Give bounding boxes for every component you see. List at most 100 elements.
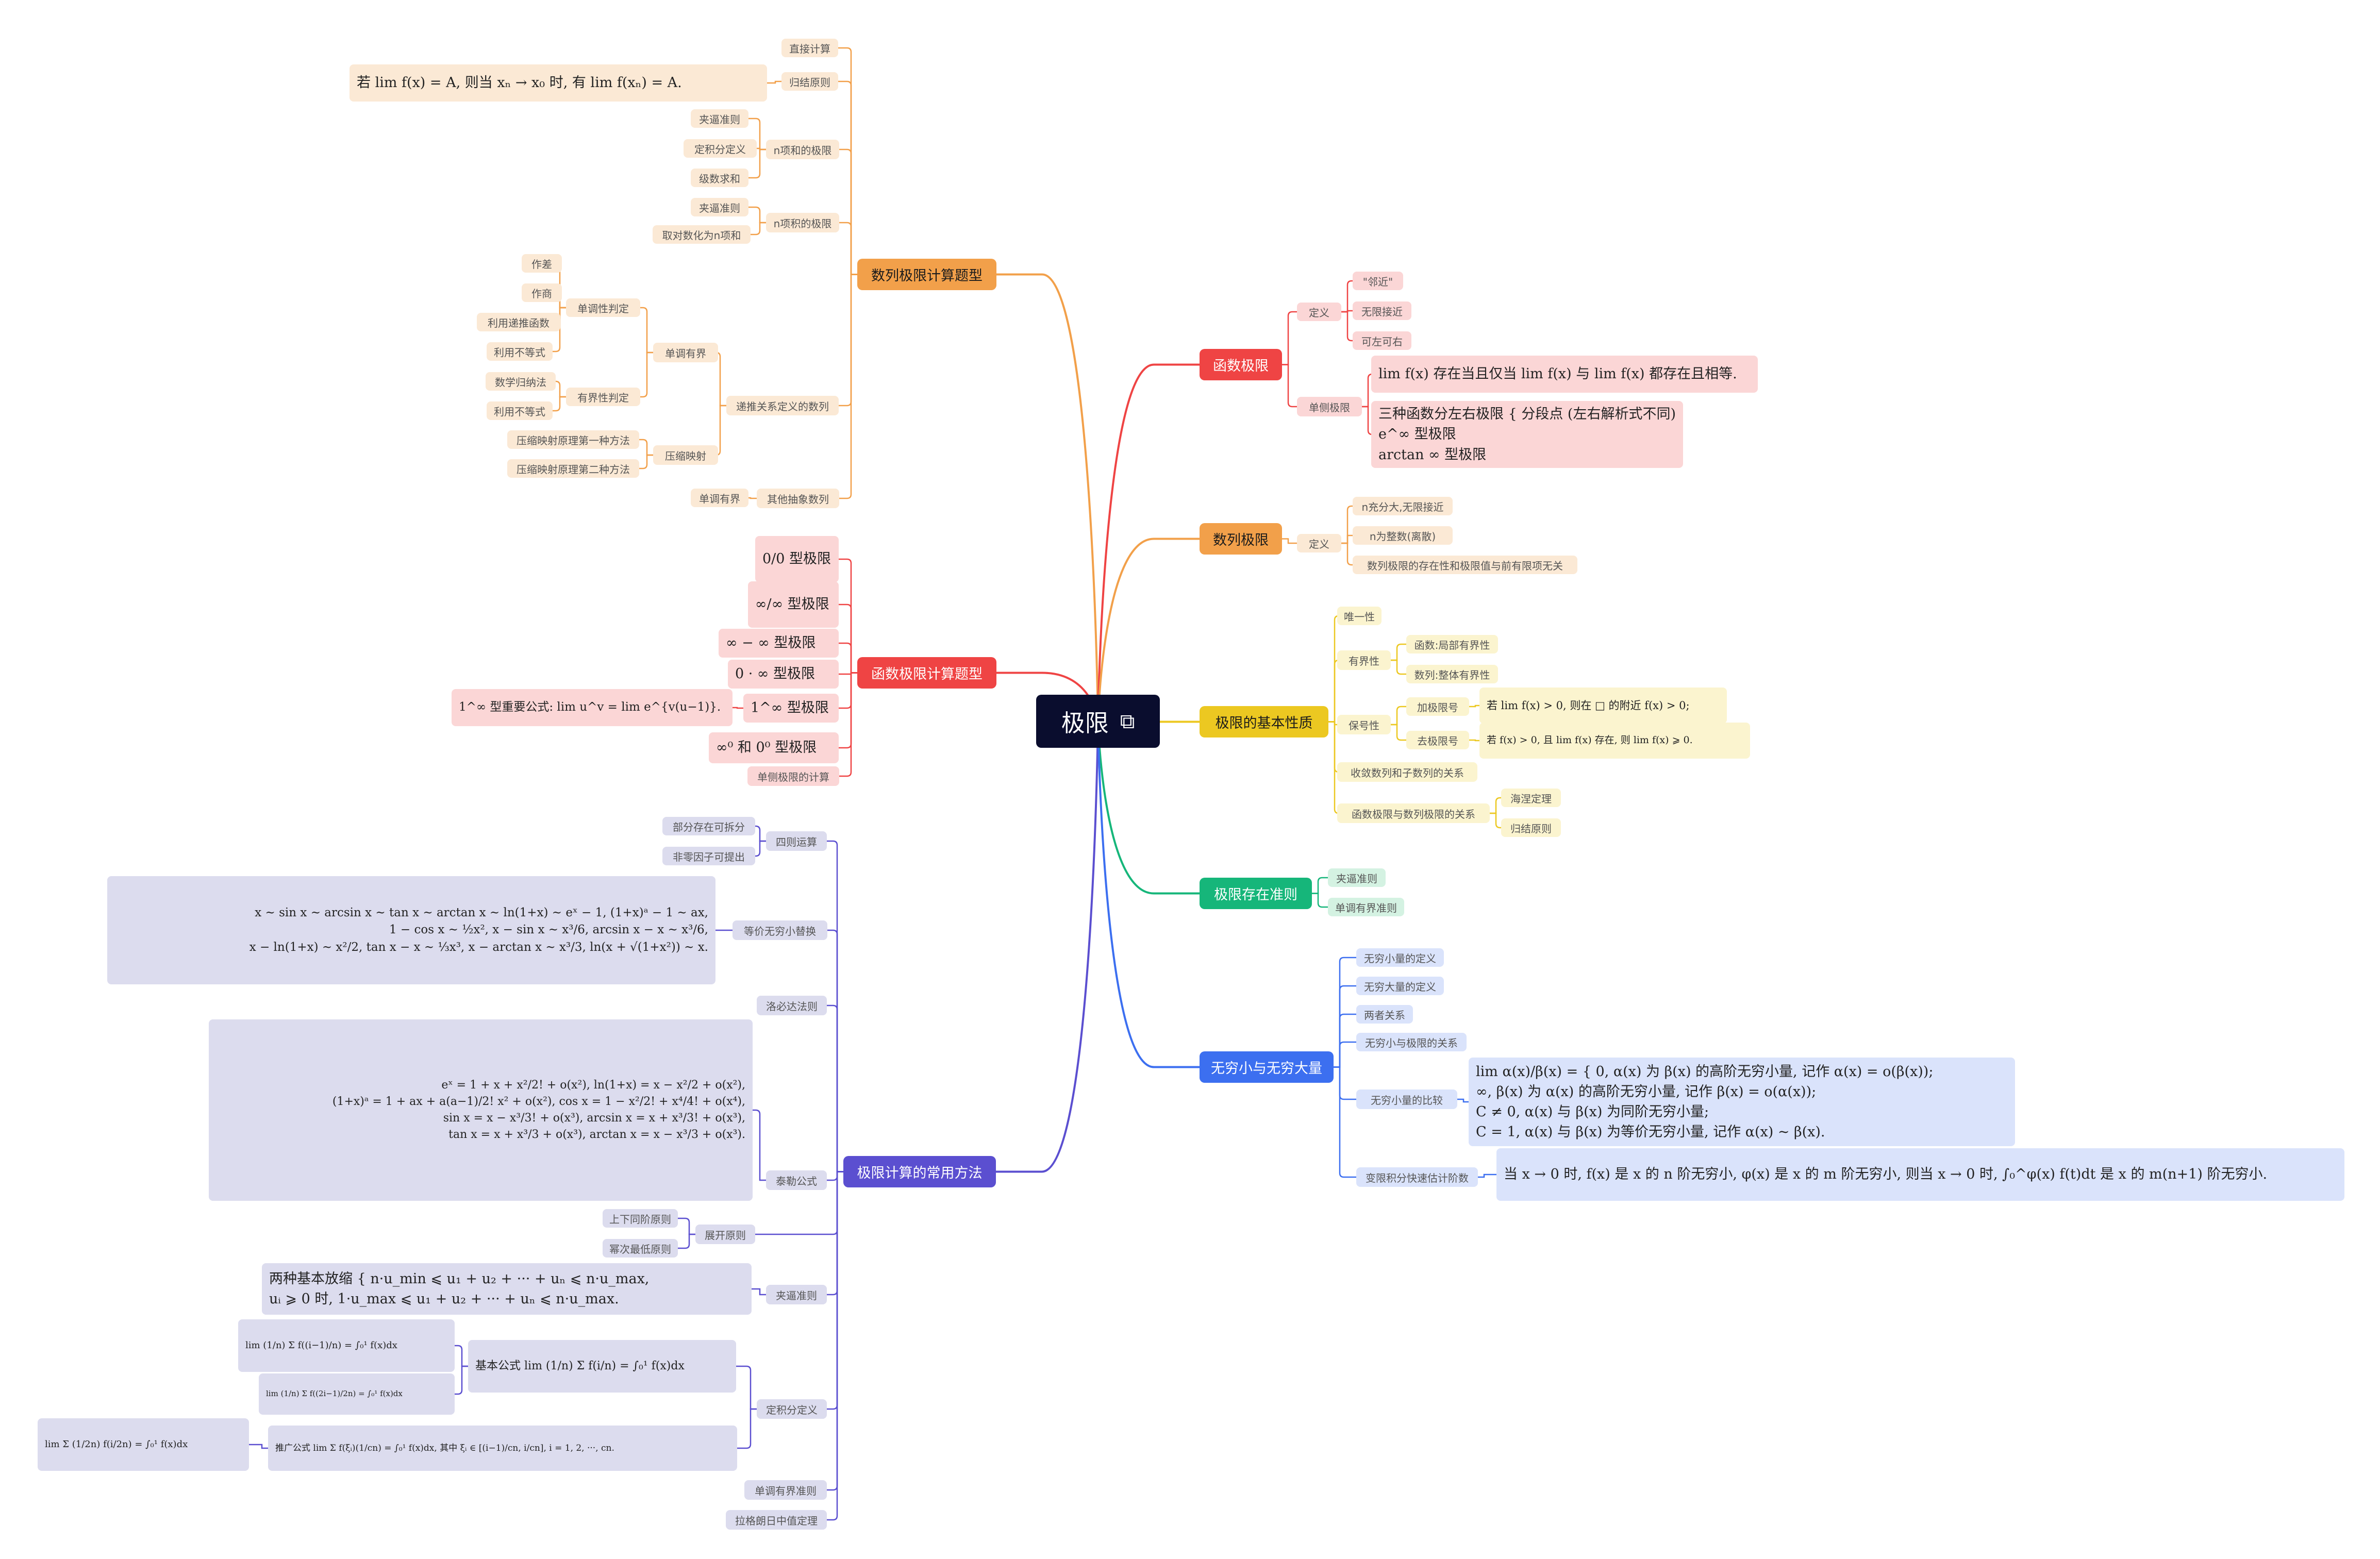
- topic-node-sl4a[interactable]: 夹逼准则: [691, 198, 748, 216]
- topic-node-sq1[interactable]: 定义: [1297, 534, 1341, 552]
- topic-node-sl5b[interactable]: 压缩映射: [653, 445, 718, 465]
- topic-node-sl2[interactable]: 归结原则: [781, 72, 838, 91]
- topic-node-fl[interactable]: 函数极限计算题型: [857, 657, 996, 689]
- topic-node-fl7[interactable]: 单侧极限的计算: [747, 766, 839, 786]
- topic-node-bp2[interactable]: 有界性: [1337, 650, 1391, 670]
- topic-node-ex1[interactable]: 夹逼准则: [1328, 868, 1386, 887]
- topic-node-sl3a[interactable]: 夹逼准则: [691, 109, 748, 128]
- topic-node-in2[interactable]: 无穷大量的定义: [1356, 977, 1444, 995]
- topic-node-sl6a[interactable]: 单调有界: [691, 489, 748, 507]
- topic-node-bp3[interactable]: 保号性: [1337, 715, 1391, 734]
- topic-node-sq1c[interactable]: 数列极限的存在性和极限值与前有限项无关: [1353, 556, 1577, 574]
- topic-node-bp4[interactable]: 收敛数列和子数列的关系: [1337, 762, 1477, 782]
- topic-node-in6a[interactable]: 当 x → 0 时, f(x) 是 x 的 n 阶无穷小, φ(x) 是 x 的…: [1496, 1148, 2344, 1201]
- topic-node-bp2b[interactable]: 数列:整体有界性: [1406, 665, 1498, 683]
- topic-node-sl5b1[interactable]: 压缩映射原理第一种方法: [507, 430, 639, 449]
- topic-node-cm2[interactable]: 等价无穷小替换: [733, 920, 827, 940]
- topic-node-bp5b[interactable]: 归结原则: [1501, 818, 1561, 837]
- topic-node-cm1b[interactable]: 非零因子可提出: [662, 847, 755, 865]
- topic-node-fl2[interactable]: ∞/∞ 型极限: [748, 581, 839, 628]
- topic-node-sl5a2b[interactable]: 利用不等式: [487, 401, 553, 420]
- topic-node-cm5[interactable]: 展开原则: [695, 1225, 755, 1244]
- topic-node-cm8[interactable]: 单调有界准则: [744, 1480, 827, 1500]
- connector-line: [1097, 538, 1200, 722]
- topic-node-sl5a[interactable]: 单调有界: [653, 343, 718, 362]
- topic-node-sl5b2[interactable]: 压缩映射原理第二种方法: [507, 459, 639, 478]
- topic-node-bp3a[interactable]: 加极限号: [1406, 697, 1469, 716]
- topic-node-sl5a1d[interactable]: 利用不等式: [487, 342, 553, 361]
- topic-node-sl5a2[interactable]: 有界性判定: [566, 388, 640, 406]
- topic-node-sl4[interactable]: n项积的极限: [766, 213, 839, 232]
- root-node[interactable]: 极限⧉: [1036, 695, 1160, 748]
- topic-node-in5[interactable]: 无穷小量的比较: [1356, 1089, 1457, 1109]
- topic-node-bp5[interactable]: 函数极限与数列极限的关系: [1337, 803, 1490, 823]
- topic-node-fl1[interactable]: 0/0 型极限: [755, 536, 839, 582]
- topic-node-cm7a1[interactable]: lim (1/n) Σ f((i−1)/n) = ∫₀¹ f(x)dx: [238, 1319, 455, 1372]
- topic-node-cm3[interactable]: 洛必达法则: [757, 996, 827, 1015]
- topic-node-bp2a[interactable]: 函数:局部有界性: [1406, 635, 1498, 653]
- topic-node-ex[interactable]: 极限存在准则: [1200, 878, 1312, 909]
- topic-node-hl1a[interactable]: "邻近": [1353, 272, 1403, 290]
- topic-node-hl[interactable]: 函数极限: [1200, 349, 1282, 380]
- topic-node-sl2a[interactable]: 若 lim f(x) = A, 则当 xₙ → x₀ 时, 有 lim f(xₙ…: [349, 64, 767, 102]
- topic-node-cm[interactable]: 极限计算的常用方法: [843, 1156, 996, 1187]
- topic-node-cm7a[interactable]: 基本公式 lim (1/n) Σ f(i/n) = ∫₀¹ f(x)dx: [468, 1340, 736, 1393]
- topic-node-cm7b[interactable]: 推广公式 lim Σ f(ξᵢ)(1/cn) = ∫₀¹ f(x)dx, 其中 …: [268, 1426, 737, 1471]
- topic-node-in1[interactable]: 无穷小量的定义: [1356, 948, 1444, 967]
- topic-node-hl1c[interactable]: 可左可右: [1353, 331, 1411, 350]
- topic-node-sl3[interactable]: n项和的极限: [766, 140, 839, 159]
- topic-node-hl2a[interactable]: lim f(x) 存在当且仅当 lim f(x) 与 lim f(x) 都存在且…: [1371, 356, 1758, 393]
- topic-node-fl4[interactable]: 0 · ∞ 型极限: [728, 660, 839, 689]
- topic-node-bp3b1[interactable]: 若 f(x) > 0, 且 lim f(x) 存在, 则 lim f(x) ⩾ …: [1479, 723, 1750, 759]
- topic-node-cm4[interactable]: 泰勒公式: [766, 1170, 827, 1190]
- topic-node-fl3[interactable]: ∞ − ∞ 型极限: [719, 629, 839, 658]
- topic-node-cm1[interactable]: 四则运算: [766, 831, 827, 851]
- topic-node-cm7a2[interactable]: lim (1/n) Σ f((2i−1)/2n) = ∫₀¹ f(x)dx: [259, 1373, 455, 1415]
- topic-node-sl5[interactable]: 递推关系定义的数列: [726, 396, 839, 415]
- topic-node-sl5a1[interactable]: 单调性判定: [566, 298, 640, 317]
- topic-node-fl5a[interactable]: 1^∞ 型重要公式: lim u^v = lim e^{v(u−1)}.: [452, 689, 733, 726]
- topic-node-ex2[interactable]: 单调有界准则: [1328, 898, 1404, 916]
- topic-node-cm7[interactable]: 定积分定义: [757, 1399, 827, 1419]
- topic-node-hl1[interactable]: 定义: [1297, 303, 1341, 321]
- topic-node-cm5b[interactable]: 幂次最低原则: [603, 1239, 678, 1258]
- topic-node-cm7b1[interactable]: lim Σ (1/2n) f(i/2n) = ∫₀¹ f(x)dx: [38, 1418, 249, 1471]
- topic-node-fl6[interactable]: ∞⁰ 和 0⁰ 型极限: [709, 732, 839, 763]
- topic-node-bp[interactable]: 极限的基本性质: [1200, 706, 1328, 737]
- topic-node-cm6[interactable]: 夹逼准则: [766, 1285, 827, 1304]
- topic-node-bp3a1[interactable]: 若 lim f(x) > 0, 则在 □ 的附近 f(x) > 0;: [1479, 688, 1727, 724]
- topic-node-hl2[interactable]: 单侧极限: [1297, 397, 1362, 416]
- topic-node-sl4b[interactable]: 取对数化为n项和: [653, 225, 751, 244]
- topic-node-sl5a1b[interactable]: 作商: [522, 283, 562, 302]
- topic-node-sl5a1a[interactable]: 作差: [522, 254, 562, 273]
- topic-node-sl5a1c[interactable]: 利用递推函数: [477, 313, 560, 331]
- topic-node-sl[interactable]: 数列极限计算题型: [857, 259, 996, 290]
- topic-node-bp1[interactable]: 唯一性: [1337, 607, 1382, 625]
- topic-node-in6[interactable]: 变限积分快速估计阶数: [1356, 1167, 1478, 1187]
- topic-node-in4[interactable]: 无穷小与极限的关系: [1356, 1033, 1467, 1051]
- topic-node-bp3b[interactable]: 去极限号: [1406, 731, 1469, 749]
- topic-label: 三种函数分左右极限 { 分段点 (左右解析式不同): [1378, 406, 1676, 423]
- topic-node-hl1b[interactable]: 无限接近: [1353, 301, 1411, 320]
- topic-node-in3[interactable]: 两者关系: [1356, 1005, 1413, 1024]
- topic-node-cm4a[interactable]: eˣ = 1 + x + x²/2! + o(x²), ln(1+x) = x …: [209, 1019, 753, 1201]
- topic-node-in5a[interactable]: lim α(x)/β(x) = { 0, α(x) 为 β(x) 的高阶无穷小量…: [1469, 1058, 2015, 1146]
- topic-node-bp5a[interactable]: 海涅定理: [1501, 789, 1561, 807]
- topic-node-sq1b[interactable]: n为整数(离散): [1353, 526, 1453, 545]
- topic-node-cm5a[interactable]: 上下同阶原则: [603, 1209, 678, 1228]
- topic-node-in[interactable]: 无穷小与无穷大量: [1200, 1051, 1334, 1083]
- topic-node-sl1[interactable]: 直接计算: [781, 39, 838, 57]
- topic-node-fl5[interactable]: 1^∞ 型极限: [743, 694, 839, 723]
- topic-node-sl5a2a[interactable]: 数学归纳法: [486, 372, 556, 391]
- topic-node-sq[interactable]: 数列极限: [1200, 523, 1282, 555]
- topic-node-cm9[interactable]: 拉格朗日中值定理: [726, 1510, 827, 1530]
- topic-node-cm1a[interactable]: 部分存在可拆分: [662, 817, 755, 835]
- topic-node-sq1a[interactable]: n充分大,无限接近: [1353, 497, 1453, 515]
- topic-node-cm2a[interactable]: x ~ sin x ~ arcsin x ~ tan x ~ arctan x …: [107, 876, 715, 984]
- topic-node-cm6a[interactable]: 两种基本放缩 { n·u_min ⩽ u₁ + u₂ + ··· + uₙ ⩽ …: [262, 1263, 752, 1315]
- topic-node-sl3b[interactable]: 定积分定义: [684, 139, 757, 158]
- topic-node-sl3c[interactable]: 级数求和: [691, 169, 748, 187]
- topic-node-sl6[interactable]: 其他抽象数列: [757, 489, 839, 508]
- connector-line: [827, 1171, 843, 1491]
